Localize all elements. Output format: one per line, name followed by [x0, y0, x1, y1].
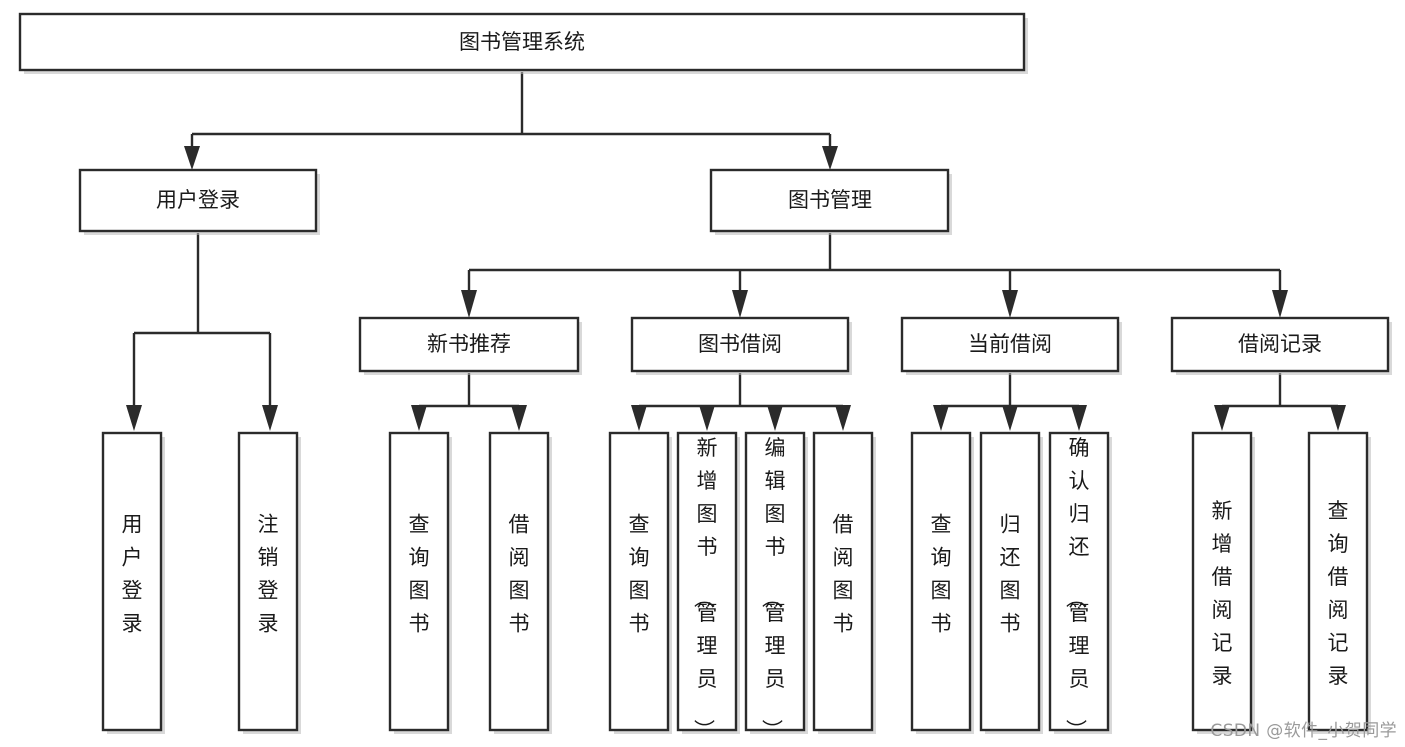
- node-user-login-label: 用户登录: [156, 188, 240, 212]
- node-user-login[interactable]: 用户登录: [78, 168, 320, 235]
- arrow-userlogin-c1: [126, 405, 142, 431]
- leaf-bookborrow-borrow-book[interactable]: 借阅图书: [812, 431, 876, 734]
- node-borrow-record-box: [1170, 316, 1390, 373]
- arrow-bookborrow-c3: [767, 405, 783, 431]
- leaf-ul-1-box: [237, 431, 299, 732]
- node-book-borrow[interactable]: 图书借阅: [630, 316, 852, 375]
- node-root-label: 图书管理系统: [459, 30, 585, 54]
- leaf-cb-1-label: 归还图书: [1000, 513, 1021, 636]
- arrow-root-to-book-manage: [822, 146, 838, 170]
- leaf-nb-0-box: [388, 431, 450, 732]
- arrow-borrowrecord-c2: [1330, 405, 1346, 431]
- arrow-userlogin-c2: [262, 405, 278, 431]
- leaf-br-0-box: [1191, 431, 1253, 732]
- arrow-bookmanage-c1: [461, 290, 477, 318]
- leaf-bb-2-label: 编辑图书（管理员）: [760, 436, 786, 740]
- leaf-currentborrow-return-book[interactable]: 归还图书: [979, 431, 1043, 734]
- connector-layer: [126, 72, 1346, 431]
- leaf-bb-2-box: [744, 431, 806, 732]
- node-current-borrow[interactable]: 当前借阅: [900, 316, 1122, 375]
- node-new-book-recommend-label: 新书推荐: [427, 332, 511, 356]
- csdn-watermark: CSDN @软件_小贺同学: [1210, 721, 1397, 741]
- leaf-br-1-box: [1307, 431, 1369, 732]
- arrow-bookmanage-c2: [732, 290, 748, 318]
- leaf-borrowrecord-query-record[interactable]: 查询借阅记录: [1307, 431, 1371, 734]
- node-root-box: [18, 12, 1026, 72]
- leaf-cb-2-label: 确认归还（管理员）: [1064, 436, 1090, 740]
- node-book-borrow-box: [630, 316, 850, 373]
- node-book-manage-box: [709, 168, 950, 233]
- leaf-bb-0-label: 查询图书: [629, 513, 650, 636]
- leaf-nb-0-label: 查询图书: [409, 513, 430, 636]
- leaf-ul-0-box: [101, 431, 163, 732]
- leaf-currentborrow-confirm-return-admin[interactable]: 确认归还（管理员）: [1048, 431, 1112, 740]
- node-new-book-recommend-box: [358, 316, 580, 373]
- arrow-bookborrow-c2: [699, 405, 715, 431]
- leaf-cb-0-label: 查询图书: [931, 513, 952, 636]
- leaf-bb-0-box: [608, 431, 670, 732]
- leaf-user-login-login[interactable]: 用户登录: [101, 431, 165, 734]
- arrow-root-to-user-login: [184, 146, 200, 170]
- arrow-currentborrow-c3: [1071, 405, 1087, 431]
- leaf-cb-2-box: [1048, 431, 1110, 732]
- leaf-nb-1-box: [488, 431, 550, 732]
- arrow-currentborrow-c1: [933, 405, 949, 431]
- node-current-borrow-label: 当前借阅: [968, 332, 1052, 356]
- arrow-bookmanage-c3: [1002, 290, 1018, 318]
- node-book-manage[interactable]: 图书管理: [709, 168, 952, 235]
- arrow-currentborrow-c2: [1002, 405, 1018, 431]
- leaf-bb-3-label: 借阅图书: [833, 513, 854, 636]
- leaf-ul-1-label: 注销登录: [258, 513, 279, 636]
- arrow-bookborrow-c1: [631, 405, 647, 431]
- leaf-newbook-query-book[interactable]: 查询图书: [388, 431, 452, 734]
- leaf-bb-1-box: [676, 431, 738, 732]
- leaf-bb-3-box: [812, 431, 874, 732]
- arrow-borrowrecord-c1: [1214, 405, 1230, 431]
- node-new-book-recommend[interactable]: 新书推荐: [358, 316, 582, 375]
- leaf-bookborrow-query-book[interactable]: 查询图书: [608, 431, 672, 734]
- node-user-login-box: [78, 168, 318, 233]
- leaf-nb-1-label: 借阅图书: [509, 513, 530, 636]
- node-borrow-record[interactable]: 借阅记录: [1170, 316, 1392, 375]
- node-root[interactable]: 图书管理系统: [18, 12, 1028, 74]
- arrow-newbook-c2: [511, 405, 527, 431]
- leaf-user-login-logout[interactable]: 注销登录: [237, 431, 301, 734]
- leaf-ul-0-label: 用户登录: [122, 513, 143, 636]
- leaf-cb-0-box: [910, 431, 972, 732]
- node-borrow-record-label: 借阅记录: [1238, 332, 1322, 356]
- leaf-br-1-label: 查询借阅记录: [1328, 499, 1349, 688]
- node-current-borrow-box: [900, 316, 1120, 373]
- leaf-bookborrow-edit-book-admin[interactable]: 编辑图书（管理员）: [744, 431, 808, 740]
- leaf-borrowrecord-add-record[interactable]: 新增借阅记录: [1191, 431, 1255, 734]
- arrow-bookmanage-c4: [1272, 290, 1288, 318]
- leaf-bookborrow-add-book-admin[interactable]: 新增图书（管理员）: [676, 431, 740, 740]
- arrow-newbook-c1: [411, 405, 427, 431]
- node-book-borrow-label: 图书借阅: [698, 332, 782, 356]
- leaf-newbook-borrow-book[interactable]: 借阅图书: [488, 431, 552, 734]
- leaf-bb-1-label: 新增图书（管理员）: [692, 436, 718, 740]
- node-book-manage-label: 图书管理: [788, 188, 872, 212]
- leaf-currentborrow-query-book[interactable]: 查询图书: [910, 431, 974, 734]
- leaf-br-0-label: 新增借阅记录: [1212, 499, 1233, 688]
- leaf-cb-1-box: [979, 431, 1041, 732]
- arrow-bookborrow-c4: [835, 405, 851, 431]
